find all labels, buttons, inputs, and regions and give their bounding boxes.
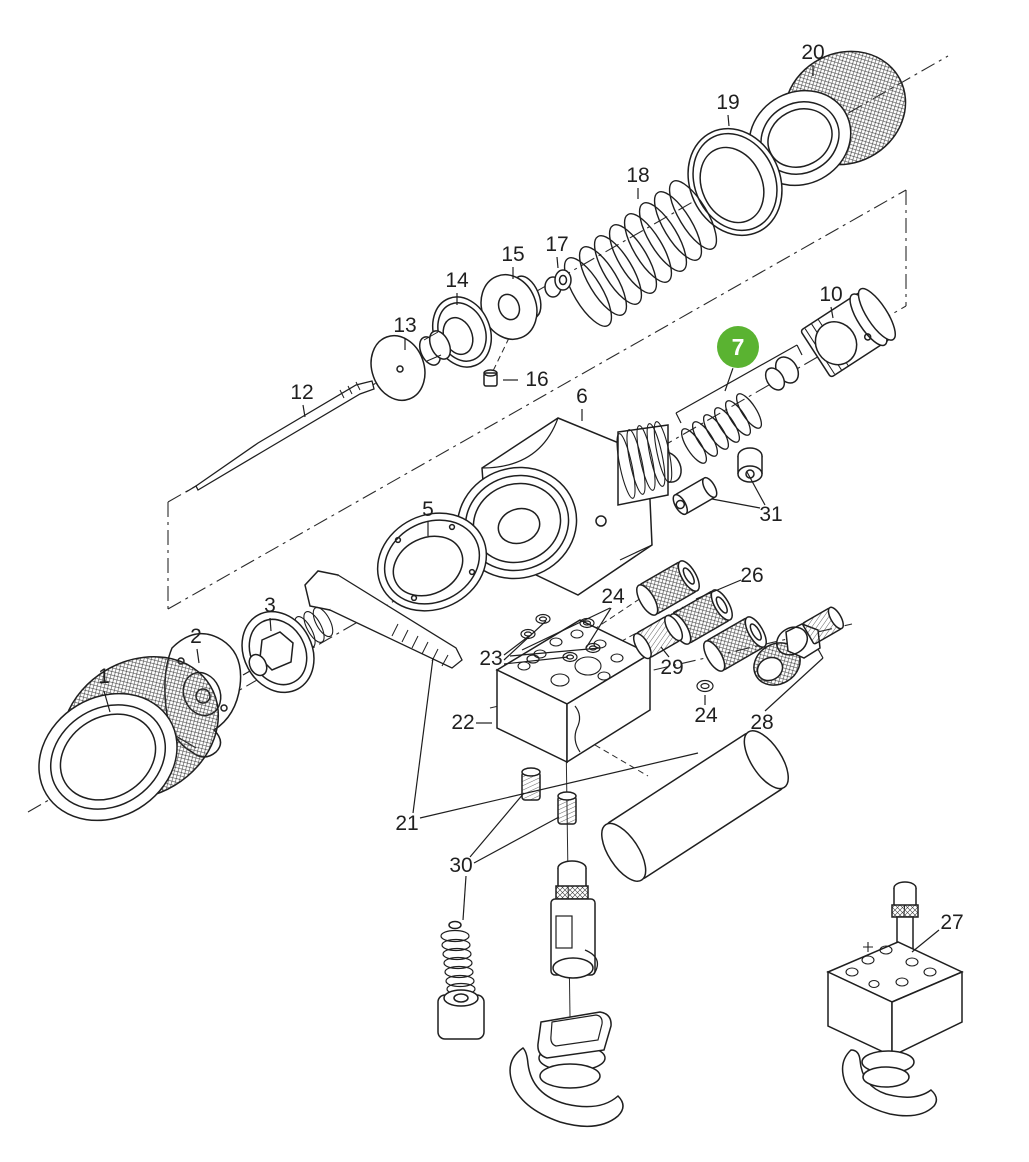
part-5-baffle-ring-drawing bbox=[376, 512, 488, 612]
socket-screw-spring-drawing bbox=[437, 920, 485, 1040]
part-16-nut-drawing bbox=[483, 369, 498, 387]
part-6-gun-body-drawing bbox=[456, 417, 673, 596]
part-3-nozzle-drawing bbox=[241, 606, 334, 694]
highlight-badge-number: 7 bbox=[731, 333, 745, 360]
part-29-plug-drawing bbox=[632, 614, 684, 660]
seal-foot-drawing bbox=[509, 1011, 624, 1128]
part-12-needle-drawing bbox=[185, 380, 375, 493]
part-30-set-screws-drawing bbox=[521, 767, 577, 825]
part-26-plugs-drawing bbox=[636, 560, 767, 672]
part-15-washer-drawing bbox=[480, 274, 542, 340]
part-27-assembly-drawing bbox=[826, 881, 964, 1117]
part-22-block-drawing bbox=[495, 619, 652, 764]
part-31-pin-and-screw-drawing bbox=[672, 447, 763, 516]
bolt-drawing bbox=[304, 570, 463, 669]
part-1-ring-nut-drawing bbox=[38, 655, 220, 822]
highlight-badge[interactable]: 7 bbox=[717, 326, 759, 368]
part-28-fitting-drawing bbox=[753, 606, 845, 686]
part-13-disc-drawing bbox=[370, 330, 452, 402]
leader-lines bbox=[103, 65, 940, 953]
part-17-nut-drawing bbox=[544, 269, 572, 298]
valve-cartridge-drawing bbox=[550, 860, 599, 979]
o-ring-24-lower-drawing bbox=[696, 679, 714, 693]
part-10-piston-drawing bbox=[800, 287, 896, 378]
part-18-spring-drawing bbox=[563, 180, 718, 327]
part-19-ring-drawing bbox=[687, 127, 783, 237]
handle-cylinder-drawing bbox=[601, 730, 789, 882]
